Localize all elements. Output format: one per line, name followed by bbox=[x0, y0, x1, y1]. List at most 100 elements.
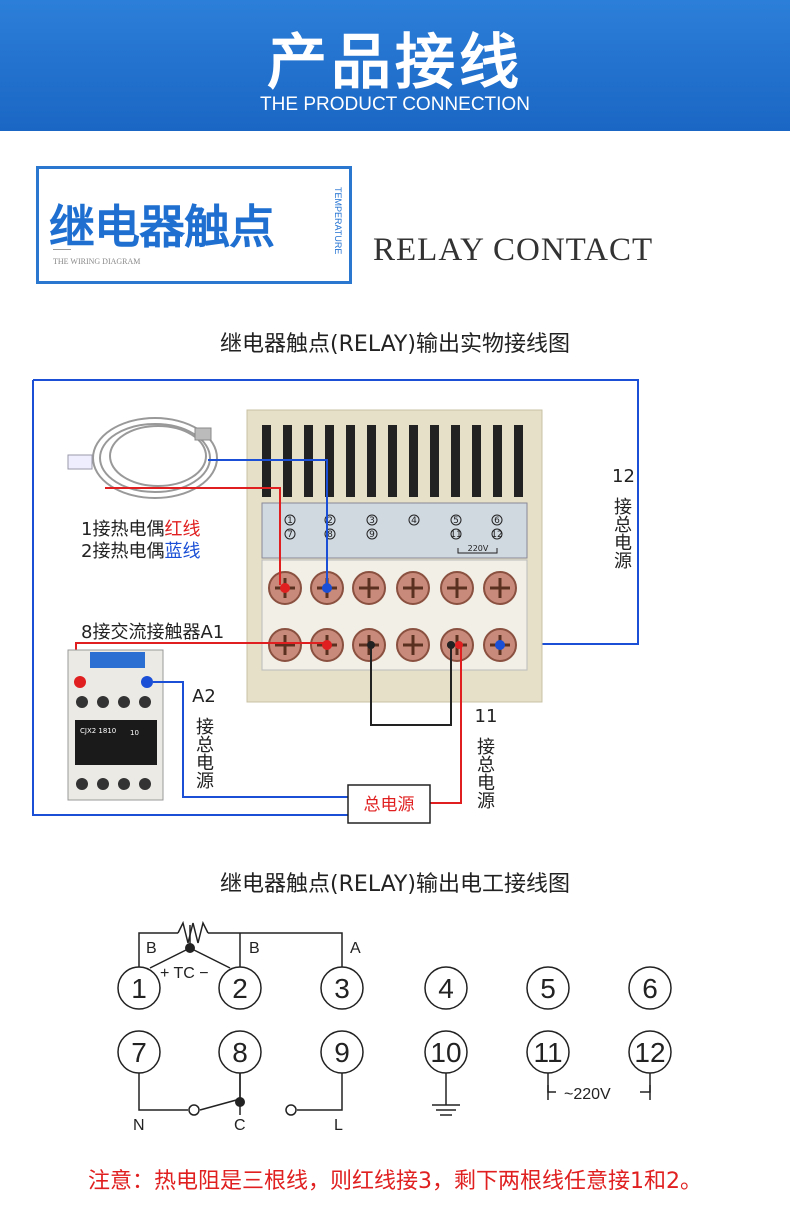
label-b1: B bbox=[146, 940, 157, 957]
wire-11-supply bbox=[547, 1073, 556, 1093]
terminal-6: 6 bbox=[642, 973, 658, 1004]
terminal-12: 12 bbox=[634, 1037, 665, 1068]
terminal-2: 2 bbox=[232, 973, 248, 1004]
label-terminal-8: 8接交流接触器A1 bbox=[81, 622, 225, 643]
note-text: 注意：热电阻是三根线，则红线接3，剩下两根线任意接1和2。 bbox=[88, 1169, 702, 1194]
wire-2-dot bbox=[322, 583, 332, 593]
wire-11-dot-red bbox=[455, 641, 463, 649]
svg-text:1: 1 bbox=[287, 516, 293, 526]
contactor-a1-dot bbox=[74, 676, 86, 688]
controller-label-panel bbox=[261, 502, 528, 559]
badge-title: 继电器触点 bbox=[49, 200, 275, 254]
badge-divider bbox=[53, 249, 71, 250]
physical-wiring-title: 继电器触点(RELAY)输出实物接线图 bbox=[220, 332, 570, 357]
page-subtitle: THE PRODUCT CONNECTION bbox=[260, 94, 530, 115]
relay-contact-heading: RELAY CONTACT bbox=[373, 232, 654, 268]
switch-contact-n bbox=[188, 1104, 200, 1116]
svg-text:6: 6 bbox=[494, 516, 500, 526]
terminal-1: 1 bbox=[131, 973, 147, 1004]
wire-12-supply bbox=[640, 1073, 651, 1093]
wire-8-dot bbox=[322, 640, 332, 650]
svg-text:7: 7 bbox=[287, 530, 293, 540]
thermocouple-coil bbox=[92, 417, 218, 499]
terminal-8: 8 bbox=[232, 1037, 248, 1068]
badge-vertical-text: TEMPERATURE bbox=[333, 187, 343, 255]
svg-text:12: 12 bbox=[491, 530, 502, 540]
wire-frame-left bbox=[32, 380, 348, 816]
label-b2: B bbox=[249, 940, 260, 957]
wire-12-dot bbox=[495, 640, 505, 650]
contactor-a2-dot bbox=[141, 676, 153, 688]
thermocouple-tag bbox=[67, 454, 93, 470]
wire-2-blue bbox=[208, 459, 328, 585]
terminal-7: 7 bbox=[131, 1037, 147, 1068]
switch-contact-l bbox=[285, 1104, 297, 1116]
contactor-top-cover bbox=[90, 652, 145, 668]
page-header: 产品接线 THE PRODUCT CONNECTION bbox=[0, 0, 790, 131]
label-terminal-2: 2接热电偶蓝线 bbox=[81, 541, 201, 562]
label-a2: A2 bbox=[192, 686, 216, 707]
rtd-resistor bbox=[177, 920, 209, 944]
switch-contact-c bbox=[235, 1097, 245, 1107]
label-tc: + TC − bbox=[160, 965, 209, 982]
label-terminal-11: 11 bbox=[474, 706, 498, 727]
wire-a2-blue bbox=[153, 681, 348, 798]
power-box bbox=[347, 784, 431, 824]
terminal-block bbox=[261, 559, 528, 671]
contactor-terminals bbox=[76, 696, 151, 790]
terminal-4: 4 bbox=[438, 973, 454, 1004]
contactor-model: CJX2 1810 bbox=[80, 727, 116, 735]
label-c: C bbox=[234, 1117, 246, 1134]
terminal-10: 10 bbox=[430, 1037, 461, 1068]
tc-minus-wire bbox=[189, 947, 231, 969]
label-terminal-12-text: 接总电源 bbox=[611, 497, 632, 569]
wire-1-dot bbox=[280, 583, 290, 593]
wire-12-blue bbox=[33, 379, 639, 645]
schematic-wiring-title: 继电器触点(RELAY)输出电工接线图 bbox=[220, 872, 570, 897]
page-title: 产品接线 bbox=[267, 28, 523, 98]
panel-voltage-bracket bbox=[457, 548, 498, 554]
wire-a bbox=[208, 932, 343, 968]
terminal-9: 9 bbox=[334, 1037, 350, 1068]
panel-voltage: 220V bbox=[468, 544, 489, 553]
label-voltage: ~220V bbox=[564, 1086, 611, 1103]
badge-caption: THE WIRING DIAGRAM bbox=[53, 257, 141, 266]
wire-1-red bbox=[105, 487, 281, 585]
rtd-junction-dot bbox=[185, 943, 195, 953]
svg-text:4: 4 bbox=[411, 516, 417, 526]
wire-jumper-9-11 bbox=[370, 645, 452, 726]
label-terminal-11-text: 接总电源 bbox=[474, 737, 495, 809]
svg-text:2: 2 bbox=[327, 516, 333, 526]
terminal-3: 3 bbox=[334, 973, 350, 1004]
contactor-face bbox=[75, 720, 157, 765]
tc-plus-wire bbox=[149, 947, 191, 969]
thermocouple-probe bbox=[194, 427, 212, 441]
power-box-label: 总电源 bbox=[364, 795, 415, 815]
contactor-rating: 10 bbox=[130, 729, 139, 737]
label-n: N bbox=[133, 1117, 145, 1134]
svg-text:5: 5 bbox=[453, 516, 459, 526]
terminal-5: 5 bbox=[540, 973, 556, 1004]
label-a: A bbox=[350, 940, 361, 957]
wire-11-dot-black bbox=[447, 641, 455, 649]
label-a2-text: 接总电源 bbox=[193, 717, 214, 789]
wire-n bbox=[138, 1073, 188, 1111]
label-terminal-12: 12 bbox=[612, 466, 635, 487]
svg-text:3: 3 bbox=[369, 516, 375, 526]
svg-text:11: 11 bbox=[450, 530, 461, 540]
wire-c-switch bbox=[199, 1073, 241, 1111]
terminal-circles bbox=[117, 966, 672, 1074]
svg-text:9: 9 bbox=[369, 530, 375, 540]
terminal-11: 11 bbox=[533, 1037, 562, 1068]
label-terminal-1: 1接热电偶红线 bbox=[81, 519, 201, 540]
panel-terminal-numbers: 1 2 3 4 5 6 7 8 9 11 12 bbox=[284, 514, 503, 540]
wire-11-red bbox=[430, 645, 462, 804]
section-badge: 继电器触点 THE WIRING DIAGRAM TEMPERATURE bbox=[36, 166, 352, 284]
wire-9-dot bbox=[367, 641, 375, 649]
label-l: L bbox=[334, 1117, 343, 1134]
svg-text:8: 8 bbox=[327, 530, 333, 540]
wire-l bbox=[297, 1073, 343, 1111]
wire-b1 bbox=[138, 932, 178, 968]
